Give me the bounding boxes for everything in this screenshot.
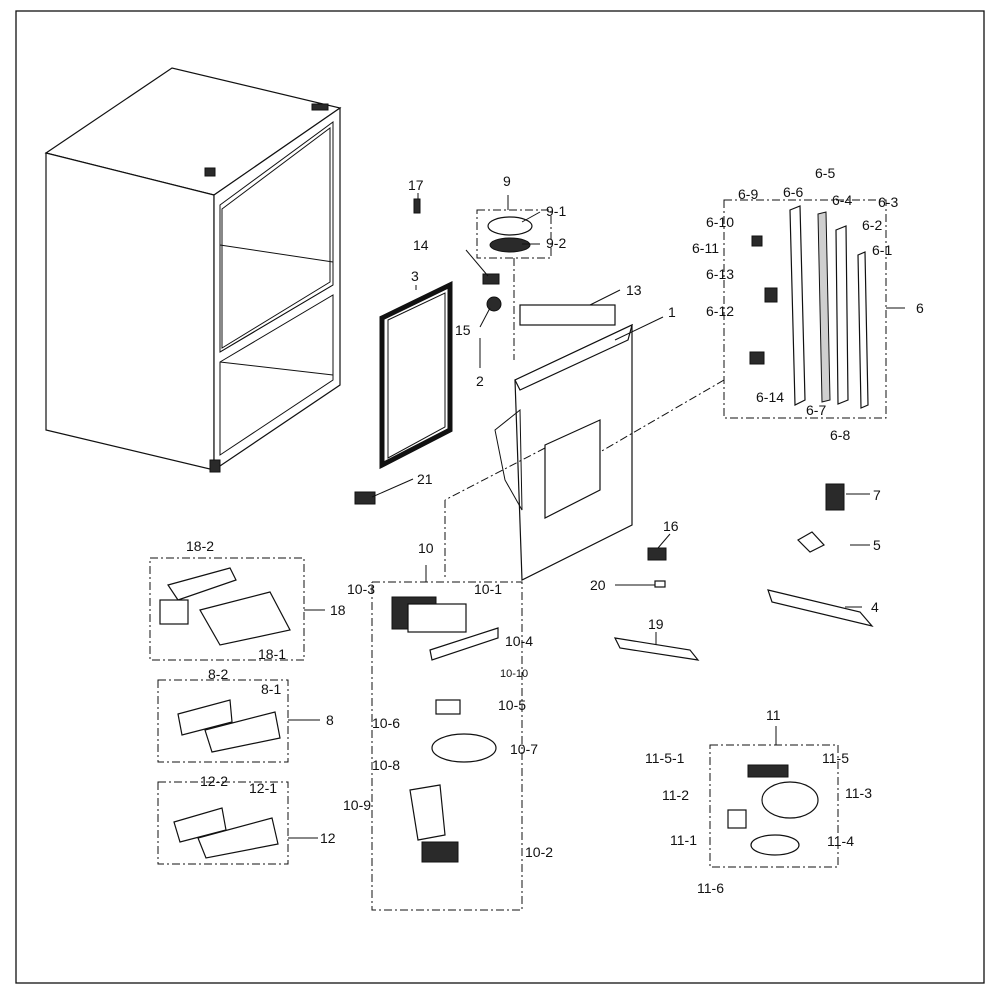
group-18-box [149, 557, 305, 661]
diagram-frame [15, 10, 985, 984]
callout-10-2: 10-2 [525, 844, 553, 860]
callout-10-4: 10-4 [505, 633, 533, 649]
callout-5: 5 [873, 537, 881, 553]
callout-11-4: 11-4 [827, 833, 854, 849]
group-6-box [723, 199, 887, 419]
callout-12-2: 12-2 [200, 773, 228, 789]
callout-6-11: 6-11 [692, 240, 719, 256]
leader-lines [288, 193, 905, 839]
callout-10: 10 [418, 540, 434, 556]
callout-10-5: 10-5 [498, 697, 526, 713]
callout-18-1: 18-1 [258, 646, 286, 662]
callout-11-6: 11-6 [697, 880, 724, 896]
door-gasket [379, 281, 453, 470]
callout-6-8: 6-8 [830, 427, 850, 443]
callout-10-1: 10-1 [474, 581, 502, 597]
refrigerator-cabinet [44, 67, 342, 473]
callout-10-9: 10-9 [343, 797, 371, 813]
group-12-box [157, 781, 289, 865]
callout-10-7: 10-7 [510, 741, 538, 757]
callout-6-2: 6-2 [862, 217, 882, 233]
callout-16: 16 [663, 518, 679, 534]
callout-2: 2 [476, 373, 484, 389]
callout-6-14: 6-14 [756, 389, 784, 405]
callout-11: 11 [766, 707, 781, 723]
callout-1: 1 [668, 304, 676, 320]
callout-6: 6 [916, 300, 924, 316]
callout-6-13: 6-13 [706, 266, 734, 282]
callout-10-3: 10-3 [347, 581, 375, 597]
callout-10-6: 10-6 [372, 715, 400, 731]
callout-12: 12 [320, 830, 336, 846]
callout-8-1: 8-1 [261, 681, 281, 697]
callout-19: 19 [648, 616, 664, 632]
callout-7: 7 [873, 487, 881, 503]
callout-6-7: 6-7 [806, 402, 826, 418]
callout-11-2: 11-2 [662, 787, 689, 803]
callout-11-3: 11-3 [845, 785, 872, 801]
callout-labels: 1 2 3 4 5 6 6-1 6-2 6-3 6-4 6-5 6-6 6-7 … [186, 165, 924, 896]
callout-3: 3 [411, 268, 419, 284]
group-9-box [476, 209, 552, 259]
callout-11-1: 11-1 [670, 832, 697, 848]
callout-6-5: 6-5 [815, 165, 835, 181]
callout-14: 14 [413, 237, 429, 253]
callout-18-2: 18-2 [186, 538, 214, 554]
group-10-box [371, 581, 523, 911]
callout-9-1: 9-1 [546, 203, 566, 219]
callout-10-10: 10-10 [500, 668, 528, 680]
callout-6-4: 6-4 [832, 192, 852, 208]
callout-18: 18 [330, 602, 346, 618]
callout-21: 21 [417, 471, 433, 487]
callout-9: 9 [503, 173, 511, 189]
door-panel [494, 323, 633, 581]
callout-13: 13 [626, 282, 642, 298]
callout-17: 17 [408, 177, 424, 193]
callout-11-5: 11-5 [822, 750, 849, 766]
callout-6-1: 6-1 [872, 242, 892, 258]
callout-6-10: 6-10 [706, 214, 734, 230]
callout-10-8: 10-8 [372, 757, 400, 773]
callout-8: 8 [326, 712, 334, 728]
callout-9-2: 9-2 [546, 235, 566, 251]
callout-11-5-1: 11-5-1 [645, 750, 685, 766]
group-11-box [709, 744, 839, 868]
group-8-box [157, 679, 289, 763]
callout-12-1: 12-1 [249, 780, 277, 796]
callout-15: 15 [455, 322, 471, 338]
callout-6-9: 6-9 [738, 186, 758, 202]
callout-20: 20 [590, 577, 606, 593]
callout-6-3: 6-3 [878, 194, 898, 210]
callout-8-2: 8-2 [208, 666, 228, 682]
callout-6-12: 6-12 [706, 303, 734, 319]
callout-6-6: 6-6 [783, 184, 803, 200]
callout-4: 4 [871, 599, 879, 615]
